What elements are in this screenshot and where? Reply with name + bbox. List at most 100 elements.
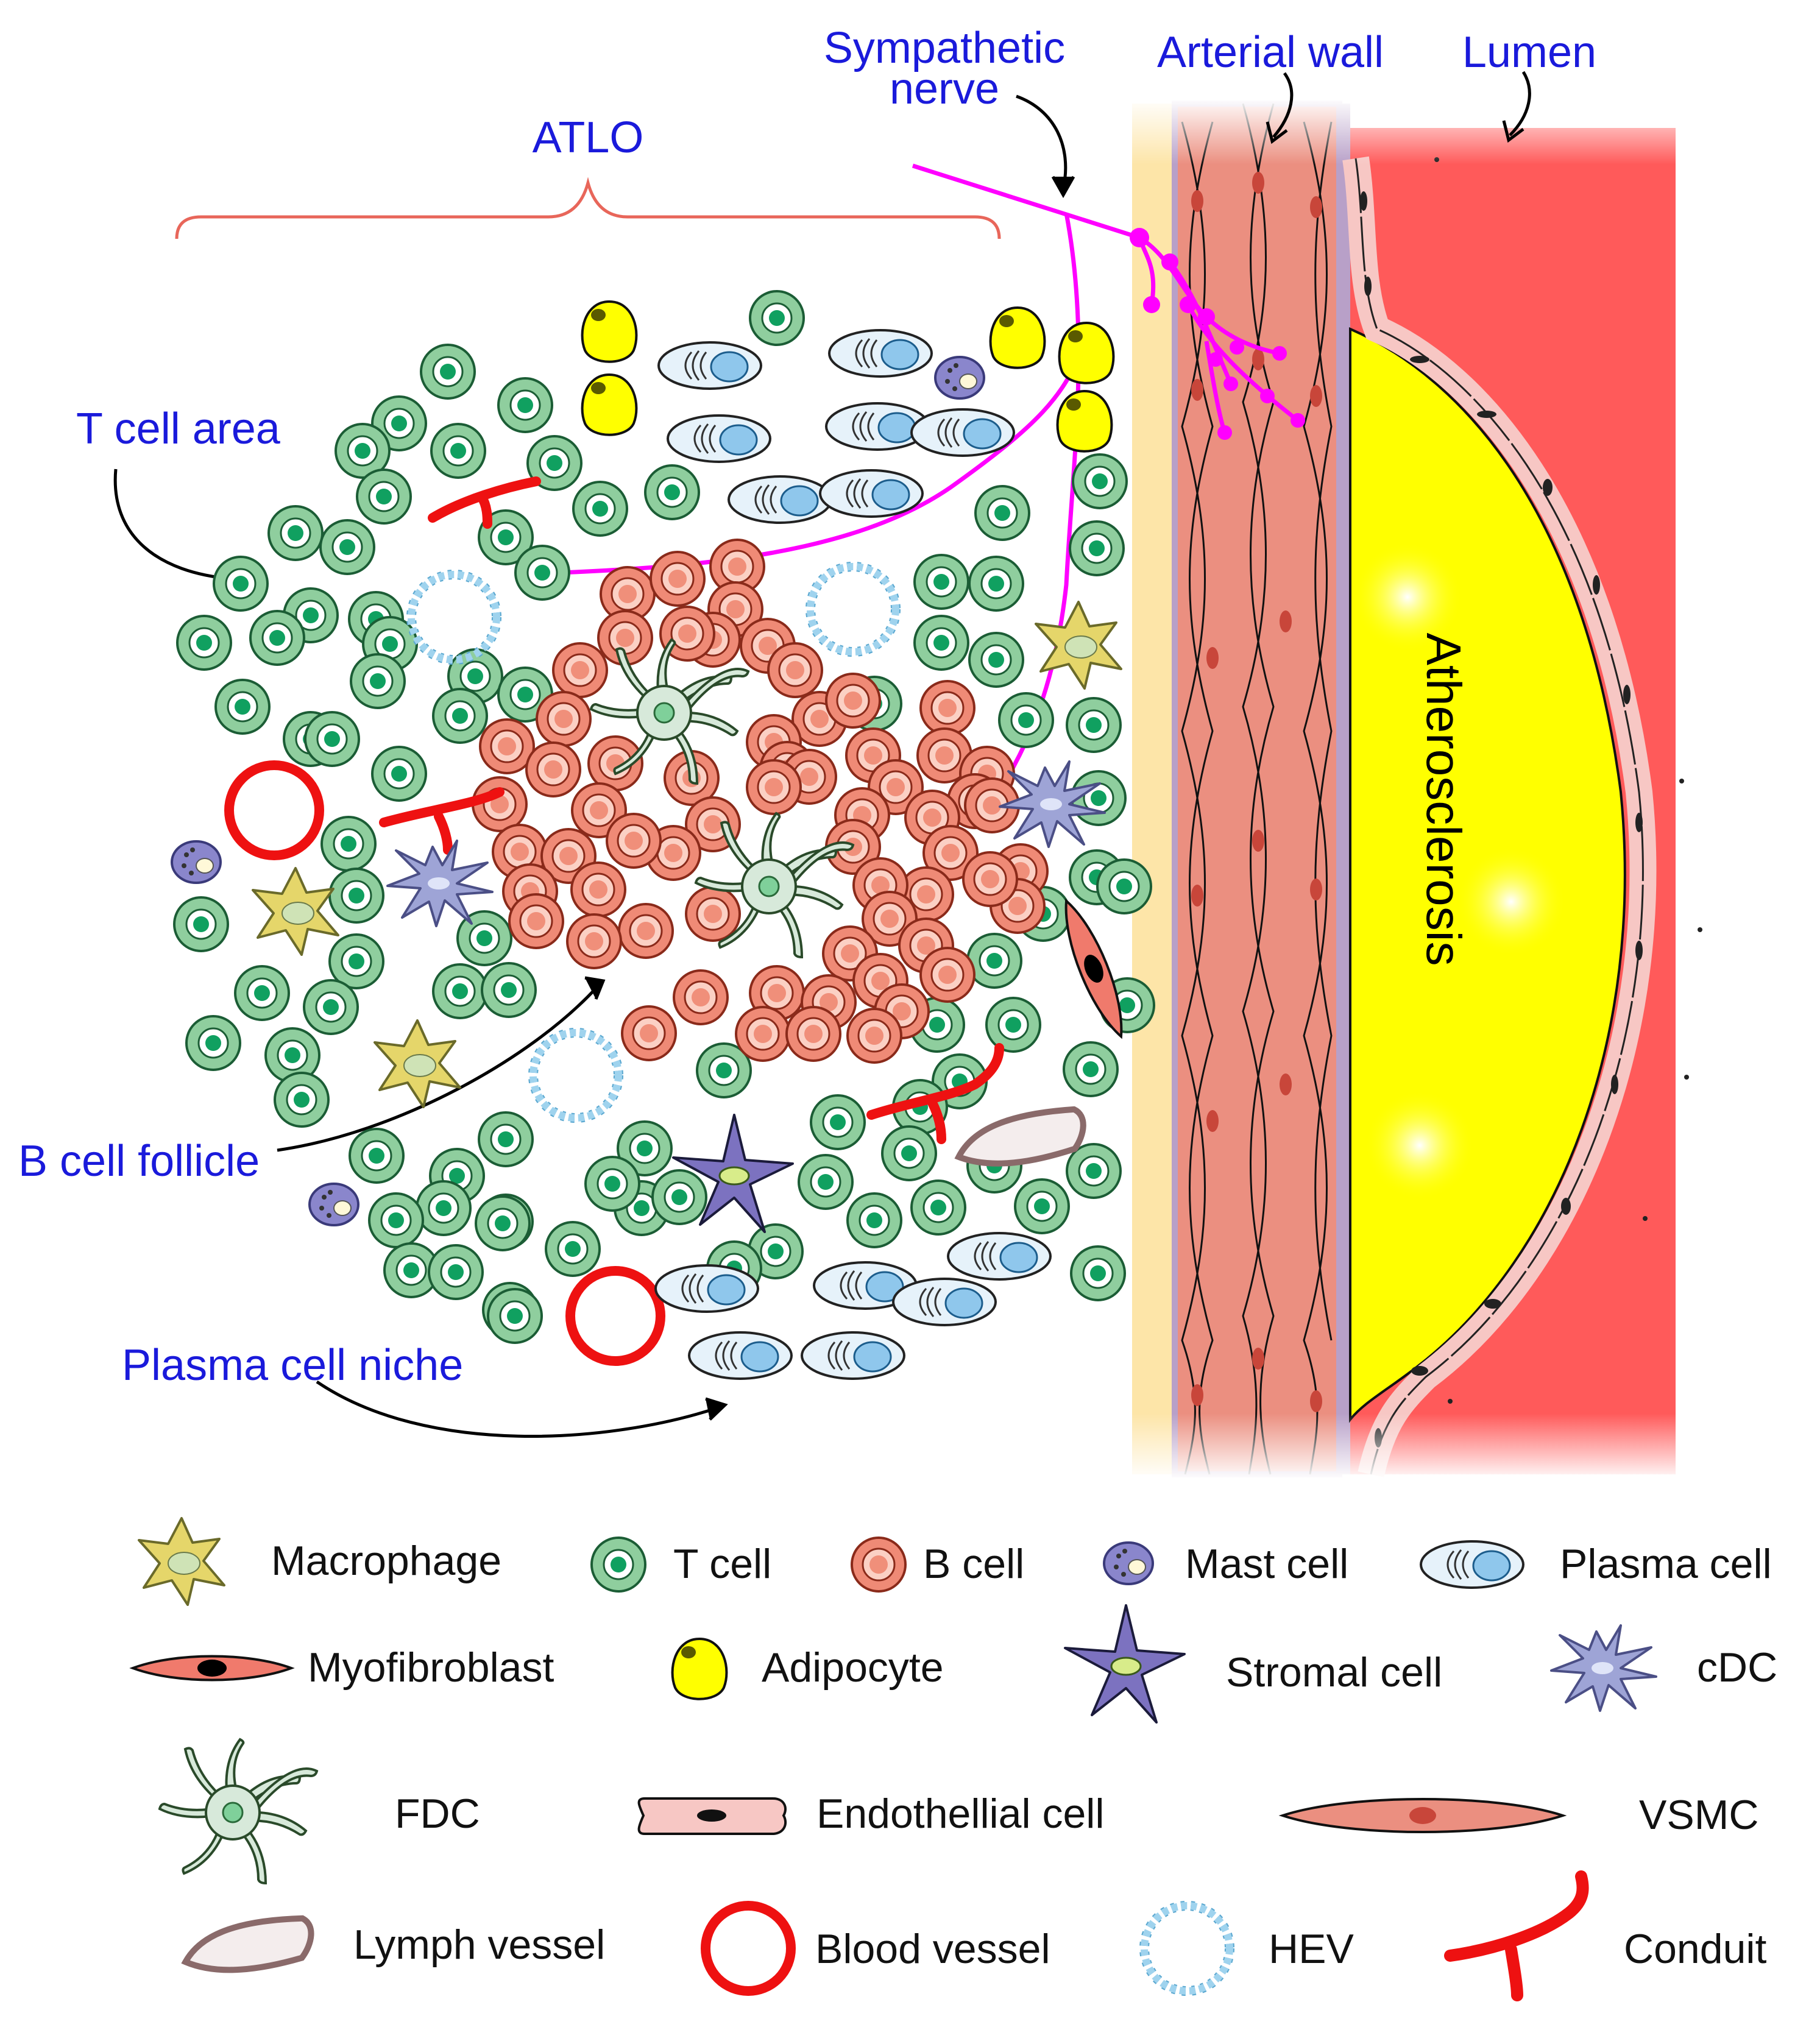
t-cell [1069, 520, 1125, 576]
svg-text:FDC: FDC [395, 1791, 480, 1837]
adventitia-band [1132, 104, 1175, 1474]
svg-text:Blood vessel: Blood vessel [815, 1926, 1050, 1972]
b-cell [673, 969, 729, 1025]
lumen-label: Lumen [1462, 28, 1596, 77]
b-cell [536, 691, 592, 747]
t-cell [968, 632, 1024, 688]
t-cell [974, 485, 1030, 541]
t-cell [584, 1156, 640, 1212]
t-cell [214, 679, 271, 735]
b-cell [767, 642, 823, 698]
legend-item-cdc: cDC [1550, 1624, 1777, 1712]
fdc-icon [158, 1738, 318, 1884]
b-cell [650, 551, 706, 607]
svg-text:Lymph vessel: Lymph vessel [353, 1922, 605, 1968]
hev-2 [806, 562, 901, 657]
t-cell [432, 688, 488, 744]
b-cell [785, 1006, 841, 1062]
t-cell [481, 962, 537, 1018]
t-cell [349, 1128, 405, 1184]
b-cell [685, 886, 741, 942]
b-cell [570, 861, 626, 918]
t-cell [749, 290, 805, 346]
t-cell [173, 896, 229, 952]
legend-item-vsmc: VSMC [1281, 1792, 1758, 1838]
b-cell [825, 673, 881, 729]
t-cell [1072, 453, 1128, 509]
atherosclerosis-label: Atherosclerosis [1417, 633, 1471, 966]
svg-text:Endothellial cell: Endothellial cell [816, 1791, 1105, 1837]
t-cell [881, 1125, 937, 1181]
nerve-varicosities [1130, 228, 1305, 440]
t-cell [910, 1179, 966, 1236]
artery: Atherosclerosis [1127, 97, 1702, 1480]
plasma-cell-icon [1420, 1540, 1524, 1589]
t-cell [213, 556, 269, 612]
b-cell [508, 893, 564, 949]
t-cell [176, 615, 232, 671]
adipocyte-icon [671, 1638, 728, 1700]
t-cell [319, 519, 375, 575]
hev-1 [406, 570, 501, 665]
t-cell [368, 1192, 424, 1248]
t-cell [420, 344, 476, 400]
t-cell [274, 1072, 330, 1128]
svg-text:Conduit: Conduit [1624, 1926, 1766, 1972]
legend-item-endothelial-cell: Endothellial cell [637, 1791, 1105, 1837]
lymph-vessel-icon [181, 1915, 314, 1973]
b-cell [962, 851, 1018, 907]
svg-text:VSMC: VSMC [1639, 1792, 1758, 1838]
t-cell [968, 556, 1024, 612]
myofibroblast-icon [129, 1655, 295, 1682]
hev-icon [1139, 1901, 1234, 1996]
stromal-cell-icon [1064, 1604, 1186, 1724]
lymph-vessel [954, 1106, 1086, 1167]
b-cell [606, 813, 662, 869]
t-cell [328, 868, 384, 924]
t-cell [810, 1094, 866, 1150]
svg-text:Mast cell: Mast cell [1185, 1541, 1348, 1587]
t-cell [320, 816, 377, 872]
legend-item-t-cell: T cell [590, 1537, 771, 1593]
endothelial-nuclei [1360, 191, 1643, 1448]
plasma-cell-niche-label: Plasma cell niche [122, 1341, 463, 1390]
sympathetic-nerve-label-line1: Sympathetic [824, 24, 1065, 72]
svg-text:HEV: HEV [1269, 1926, 1354, 1972]
t-cell [371, 746, 427, 802]
blood-vessels [224, 760, 665, 1366]
b-cell [621, 1005, 677, 1061]
vsmc-lines [1181, 103, 1333, 1475]
t-cell-icon [590, 1537, 646, 1593]
legend: Macrophage T cell B cell Mast cell Plasm… [129, 1517, 1777, 2001]
t-cell [304, 711, 360, 767]
t-cell [572, 481, 628, 537]
t-cell [1070, 1245, 1126, 1301]
endothelial-cell-icon [637, 1797, 787, 1835]
svg-text:Plasma cell: Plasma cell [1560, 1541, 1772, 1587]
hev-3 [528, 1028, 623, 1123]
svg-text:Myofibroblast: Myofibroblast [308, 1644, 554, 1691]
t-cell [428, 1244, 484, 1300]
legend-item-myofibroblast: Myofibroblast [129, 1644, 554, 1691]
atlo-label: ATLO [533, 113, 644, 162]
t-cell [913, 554, 969, 610]
legend-item-hev: HEV [1139, 1901, 1354, 1996]
sympathetic-nerve-label-line2: nerve [890, 65, 999, 113]
t-cell [651, 1169, 707, 1225]
conduits [379, 476, 1004, 1144]
t-cell [514, 545, 570, 601]
cdc-icon [1550, 1624, 1657, 1712]
b-cell [919, 680, 976, 736]
t-cell [478, 1111, 534, 1167]
b-cell [618, 903, 674, 959]
blood-vessel-icon [701, 1901, 796, 1996]
t-cell [846, 1192, 902, 1248]
t-cell [432, 963, 488, 1019]
b-cell [846, 1008, 902, 1064]
legend-item-fdc: FDC [158, 1738, 480, 1884]
legend-item-blood-vessel: Blood vessel [701, 1901, 1050, 1996]
legend-item-b-cell: B cell [851, 1537, 1024, 1593]
t-cell [303, 979, 359, 1035]
macrophage-icon [138, 1517, 225, 1606]
t-cell [497, 377, 553, 433]
